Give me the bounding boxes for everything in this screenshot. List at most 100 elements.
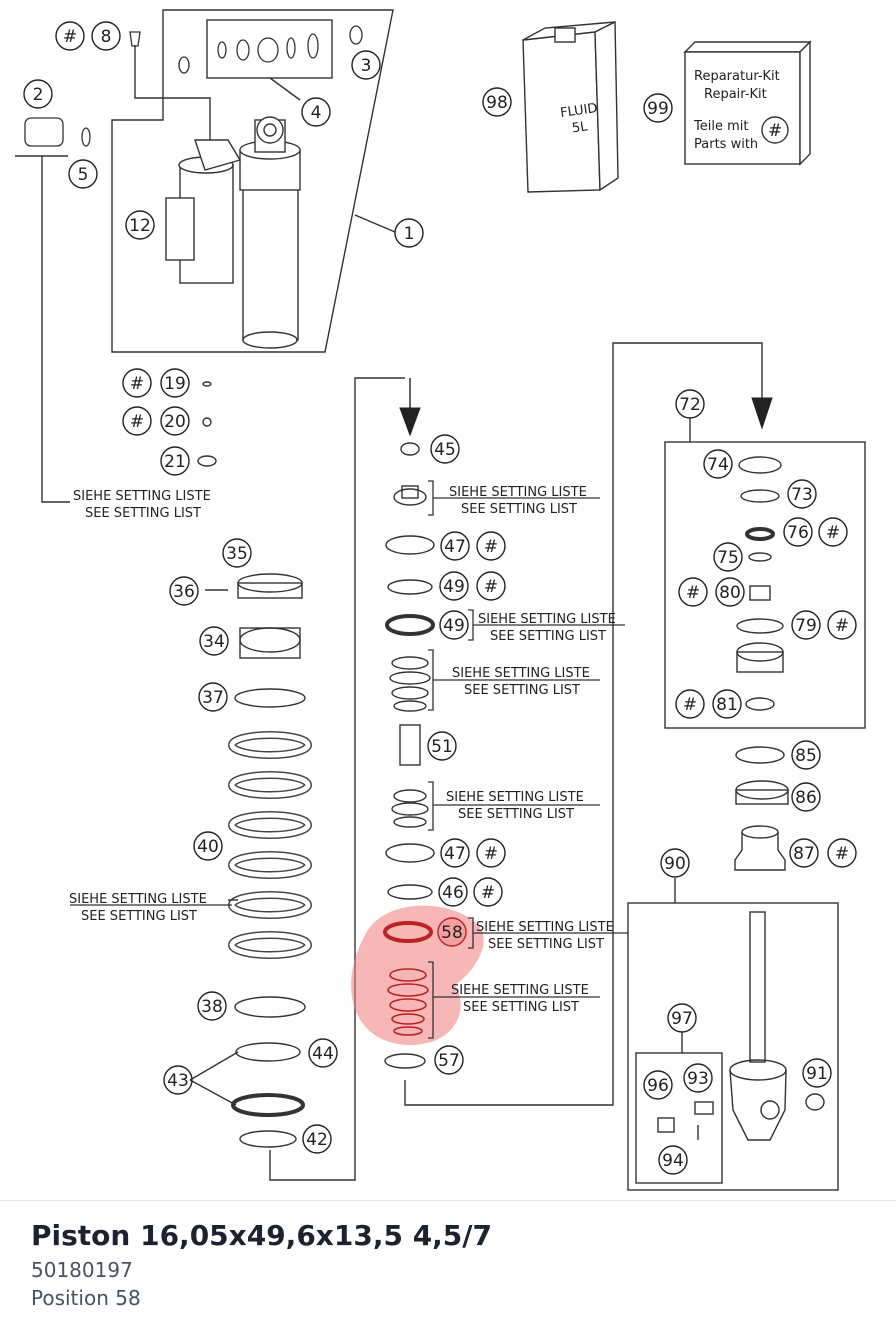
setting-list-en-8: SEE SETTING LIST (463, 1000, 579, 1015)
callout-circle (302, 1124, 332, 1154)
callout-87: 87 (793, 844, 815, 864)
callout-85: 85 (795, 746, 817, 766)
callout-hash: # (130, 412, 144, 432)
callout-circle (193, 831, 223, 861)
callout-circle (440, 838, 470, 868)
callout-circle (476, 531, 506, 561)
setting-list-en-4: SEE SETTING LIST (464, 683, 580, 698)
callout-circle (643, 1070, 673, 1100)
callout-circle (160, 368, 190, 398)
callout-circle (439, 571, 469, 601)
callout-57: 57 (438, 1051, 460, 1071)
callout-circle (160, 406, 190, 436)
setting-list-en-2: SEE SETTING LIST (461, 502, 577, 517)
callout-circle (437, 917, 467, 947)
callout-hash: # (63, 27, 77, 47)
repair-kit-line1: Reparatur-Kit (694, 69, 780, 84)
setting-list-de-8: SIEHE SETTING LISTE (451, 983, 589, 998)
callout-circle (163, 1065, 193, 1095)
callout-circle (715, 577, 745, 607)
callout-circle (789, 838, 819, 868)
callout-circle (667, 1003, 697, 1033)
callout-99: 99 (647, 99, 669, 119)
setting-list-en-5: SEE SETTING LIST (458, 807, 574, 822)
callout-circle (675, 389, 705, 419)
callout-hash: # (484, 577, 498, 597)
callout-circle (427, 731, 457, 761)
leader-line (41, 156, 70, 503)
callout-8: 8 (101, 27, 112, 47)
callout-circle (791, 782, 821, 812)
callout-circle (197, 991, 227, 1021)
callout-circle (675, 689, 705, 719)
callout-5: 5 (78, 165, 89, 185)
setting-list-en-6: SEE SETTING LIST (81, 909, 197, 924)
callout-1: 1 (404, 224, 415, 244)
callout-circle (476, 838, 506, 868)
callout-76: 76 (787, 523, 809, 543)
callout-20: 20 (164, 412, 186, 432)
callout-circle (55, 21, 85, 51)
callout-42: 42 (306, 1130, 328, 1150)
callout-circle (222, 538, 252, 568)
callout-19: 19 (164, 374, 186, 394)
part-number: 50180197 (31, 1258, 133, 1282)
repair-kit-icon (683, 40, 812, 166)
callout-46: 46 (442, 883, 464, 903)
callout-circle (434, 1045, 464, 1075)
hose-route (134, 45, 211, 140)
callout-circle (787, 479, 817, 509)
callout-circle (476, 571, 506, 601)
setting-list-en-1: SEE SETTING LIST (85, 506, 201, 521)
leader-line (269, 77, 301, 101)
setting-list-de-4: SIEHE SETTING LISTE (452, 666, 590, 681)
leader-line (354, 214, 396, 233)
callout-circle (658, 1145, 688, 1175)
callout-hash: # (686, 583, 700, 603)
callout-hash: # (835, 844, 849, 864)
callout-circle (473, 877, 503, 907)
part-name: Piston 16,05x49,6x13,5 4,5/7 (31, 1219, 493, 1252)
callout-circle (439, 610, 469, 640)
route-line (269, 377, 405, 1181)
callout-circle (791, 740, 821, 770)
callout-hash: # (130, 374, 144, 394)
callout-circle (660, 848, 690, 878)
callout-circle (125, 210, 155, 240)
callout-49: 49 (443, 616, 465, 636)
callout-circle (783, 517, 813, 547)
callout-circle (169, 576, 199, 606)
repair-kit-line4: Parts with (694, 137, 758, 152)
callout-97: 97 (671, 1009, 693, 1029)
repair-kit-symbol: # (768, 121, 782, 141)
fluid-can-label: FLUID (559, 101, 598, 121)
fluid-can-icon (522, 20, 619, 193)
setting-list-de-1: SIEHE SETTING LISTE (73, 489, 211, 504)
callout-hash: # (481, 883, 495, 903)
callout-circle (440, 531, 470, 561)
callout-circle (430, 434, 460, 464)
callout-circle (122, 406, 152, 436)
repair-kit-line2: Repair-Kit (704, 87, 767, 102)
callout-51: 51 (431, 737, 453, 757)
callout-circle (802, 1058, 832, 1088)
callout-35: 35 (226, 544, 248, 564)
callout-circle (394, 218, 424, 248)
route-line (404, 342, 763, 1106)
callout-49: 49 (443, 577, 465, 597)
callout-circle (482, 87, 512, 117)
part-position: Position 58 (31, 1286, 141, 1310)
group-97-frame (635, 1052, 723, 1184)
callout-44: 44 (312, 1044, 334, 1064)
callout-hash: # (484, 844, 498, 864)
callout-47: 47 (444, 844, 466, 864)
callout-4: 4 (311, 103, 322, 123)
callout-90: 90 (664, 854, 686, 874)
callout-circle (198, 682, 228, 712)
callout-circle (438, 877, 468, 907)
callout-circle (678, 577, 708, 607)
callout-45: 45 (434, 440, 456, 460)
callout-circle (68, 159, 98, 189)
setting-list-de-3: SIEHE SETTING LISTE (478, 612, 616, 627)
reservoir-cover (165, 197, 195, 261)
